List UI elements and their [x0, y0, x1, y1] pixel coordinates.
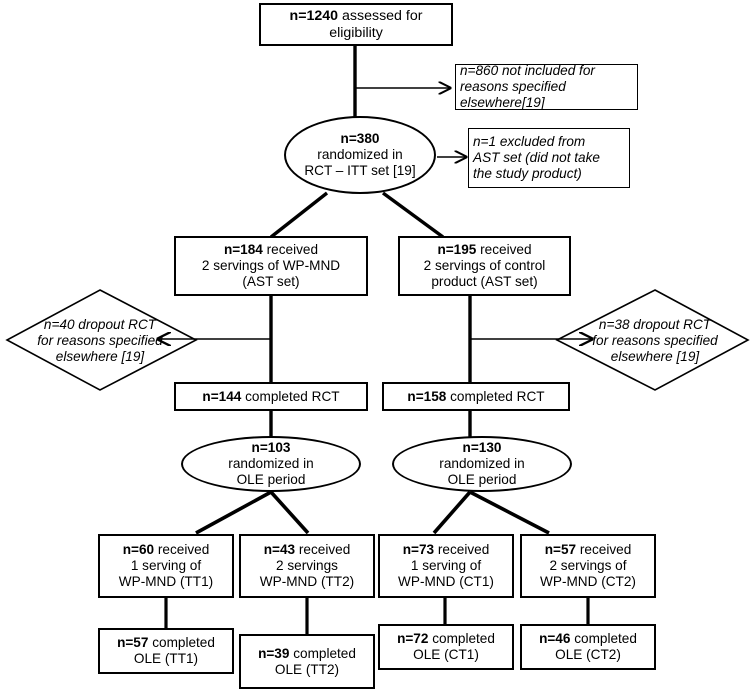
- tt2-rest: received: [295, 542, 351, 558]
- ct2-completed-line2: OLE (CT2): [555, 647, 621, 662]
- control-line3: product (AST set): [431, 273, 538, 289]
- ct1-completed-rest: completed: [428, 631, 495, 647]
- node-dropout-right: n=38 dropout RCT for reasons specified e…: [566, 312, 744, 370]
- wp-mnd-count: n=184: [223, 242, 263, 258]
- tt2-completed-rest: completed: [289, 645, 356, 661]
- completed-rct-left-label: n=144 completed RCT: [198, 389, 343, 405]
- assessed-rest: assessed for: [338, 8, 423, 25]
- node-dropout-left: n=40 dropout RCT for reasons specified e…: [11, 312, 189, 370]
- tt2-line2: 2 servings: [276, 558, 338, 574]
- ct1-line3: WP-MND (CT1): [398, 573, 494, 589]
- tt2-line3: WP-MND (TT2): [259, 573, 355, 589]
- dropout-right-label: n=38 dropout RCT for reasons specified e…: [592, 316, 718, 365]
- ct2-rest: received: [576, 542, 632, 558]
- ole-left-count: n=103: [251, 440, 291, 456]
- completed-rct-left-rest: completed RCT: [241, 388, 340, 404]
- node-completed-rct-right: n=158 completed RCT: [382, 382, 570, 411]
- randomized-count: n=380: [340, 131, 380, 147]
- tt1-completed-rest: completed: [148, 635, 215, 651]
- tt1-count: n=60: [122, 542, 155, 558]
- ole-left-line2: randomized in: [228, 456, 314, 472]
- randomized-line2: randomized in: [317, 147, 403, 163]
- ct2-count: n=57: [544, 542, 577, 558]
- ct2-completed-count: n=46: [539, 631, 571, 647]
- wp-mnd-line2: 2 servings of WP-MND: [201, 258, 341, 274]
- tt1-line2: 1 serving of: [130, 558, 202, 574]
- dropout-left-label: n=40 dropout RCT for reasons specified e…: [37, 316, 163, 365]
- completed-rct-right-rest: completed RCT: [446, 388, 545, 404]
- node-completed-rct-left: n=144 completed RCT: [174, 382, 368, 411]
- ct1-completed-count: n=72: [397, 631, 429, 647]
- ole-right-line2: randomized in: [439, 456, 525, 472]
- ole-right-count: n=130: [462, 440, 502, 456]
- assessed-count: n=1240: [289, 8, 339, 25]
- randomized-line3: RCT – ITT set [19]: [304, 162, 416, 178]
- ct2-line2: 2 servings of: [549, 558, 627, 574]
- completed-rct-left-count: n=144: [202, 388, 242, 404]
- ct1-rest: received: [434, 542, 490, 558]
- control-line2: 2 servings of control: [423, 258, 546, 274]
- excluded-label: n=1 excluded from AST set (did not take …: [473, 134, 600, 181]
- tt1-line3: WP-MND (TT1): [118, 573, 214, 589]
- ct2-completed-rest: completed: [570, 631, 637, 647]
- tt1-completed-count: n=57: [117, 635, 149, 651]
- ole-right-line3: OLE period: [447, 471, 517, 487]
- completed-rct-right-count: n=158: [407, 388, 447, 404]
- ct2-line3: WP-MND (CT2): [540, 573, 636, 589]
- ct1-count: n=73: [402, 542, 435, 558]
- control-rest: received: [476, 242, 532, 258]
- ct1-line2: 1 serving of: [410, 558, 482, 574]
- control-count: n=195: [437, 242, 477, 258]
- completed-rct-right-label: n=158 completed RCT: [403, 389, 548, 405]
- ct1-completed-line2: OLE (CT1): [413, 647, 479, 662]
- not-included-label: n=860 not included for reasons specified…: [460, 63, 595, 110]
- tt2-completed-count: n=39: [258, 645, 290, 661]
- node-not-included: n=860 not included for reasons specified…: [455, 63, 638, 110]
- tt1-rest: received: [154, 542, 210, 558]
- ole-left-line3: OLE period: [236, 471, 306, 487]
- wp-mnd-line3: (AST set): [242, 273, 300, 289]
- node-excluded-from-ast: n=1 excluded from AST set (did not take …: [468, 128, 630, 188]
- assessed-line2: eligibility: [329, 24, 383, 41]
- tt2-count: n=43: [263, 542, 296, 558]
- tt2-completed-line2: OLE (TT2): [274, 661, 340, 677]
- tt1-completed-line2: OLE (TT1): [133, 651, 199, 666]
- wp-mnd-rest: received: [262, 242, 319, 258]
